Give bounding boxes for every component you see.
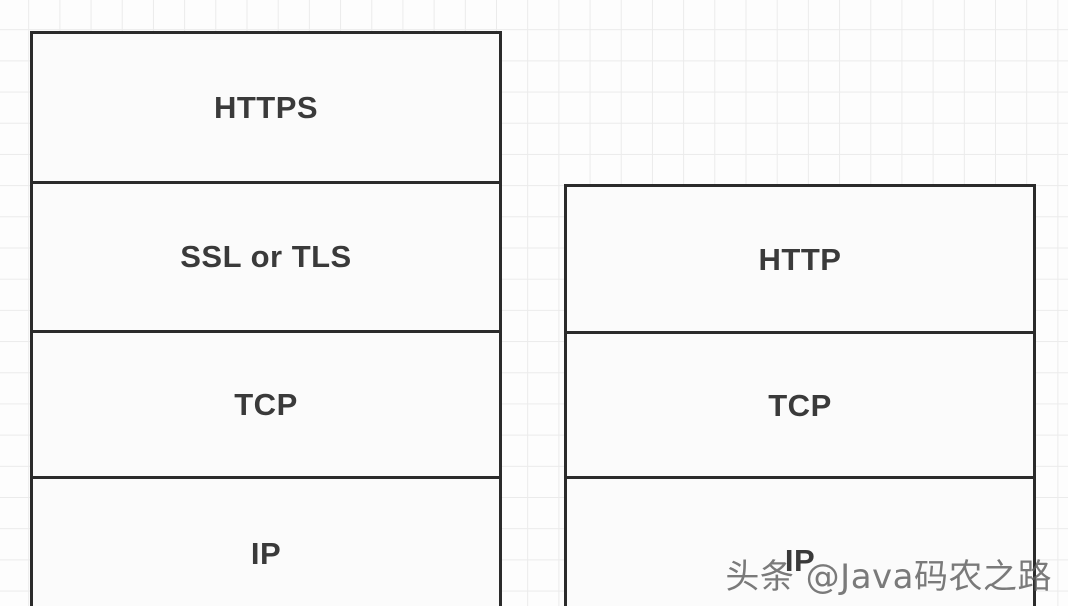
layer-label: HTTPS bbox=[213, 90, 319, 126]
layer-label: HTTP bbox=[758, 241, 842, 277]
layer-ssl-or-tls: SSL or TLS bbox=[33, 184, 499, 333]
layer-label: SSL or TLS bbox=[180, 239, 352, 275]
http-protocol-stack: HTTP TCP IP bbox=[564, 184, 1036, 606]
layer-ip: IP bbox=[33, 478, 499, 606]
layer-label: IP bbox=[784, 542, 816, 578]
layer-https: HTTPS bbox=[33, 34, 499, 185]
layer-label: TCP bbox=[234, 386, 298, 422]
layer-label: TCP bbox=[768, 387, 832, 423]
https-protocol-stack: HTTPS SSL or TLS TCP IP bbox=[30, 31, 502, 606]
layer-http: HTTP bbox=[567, 187, 1033, 335]
layer-tcp: TCP bbox=[33, 332, 499, 479]
layer-ip: IP bbox=[567, 479, 1033, 606]
layer-label: IP bbox=[250, 535, 282, 571]
layer-tcp: TCP bbox=[567, 334, 1033, 480]
